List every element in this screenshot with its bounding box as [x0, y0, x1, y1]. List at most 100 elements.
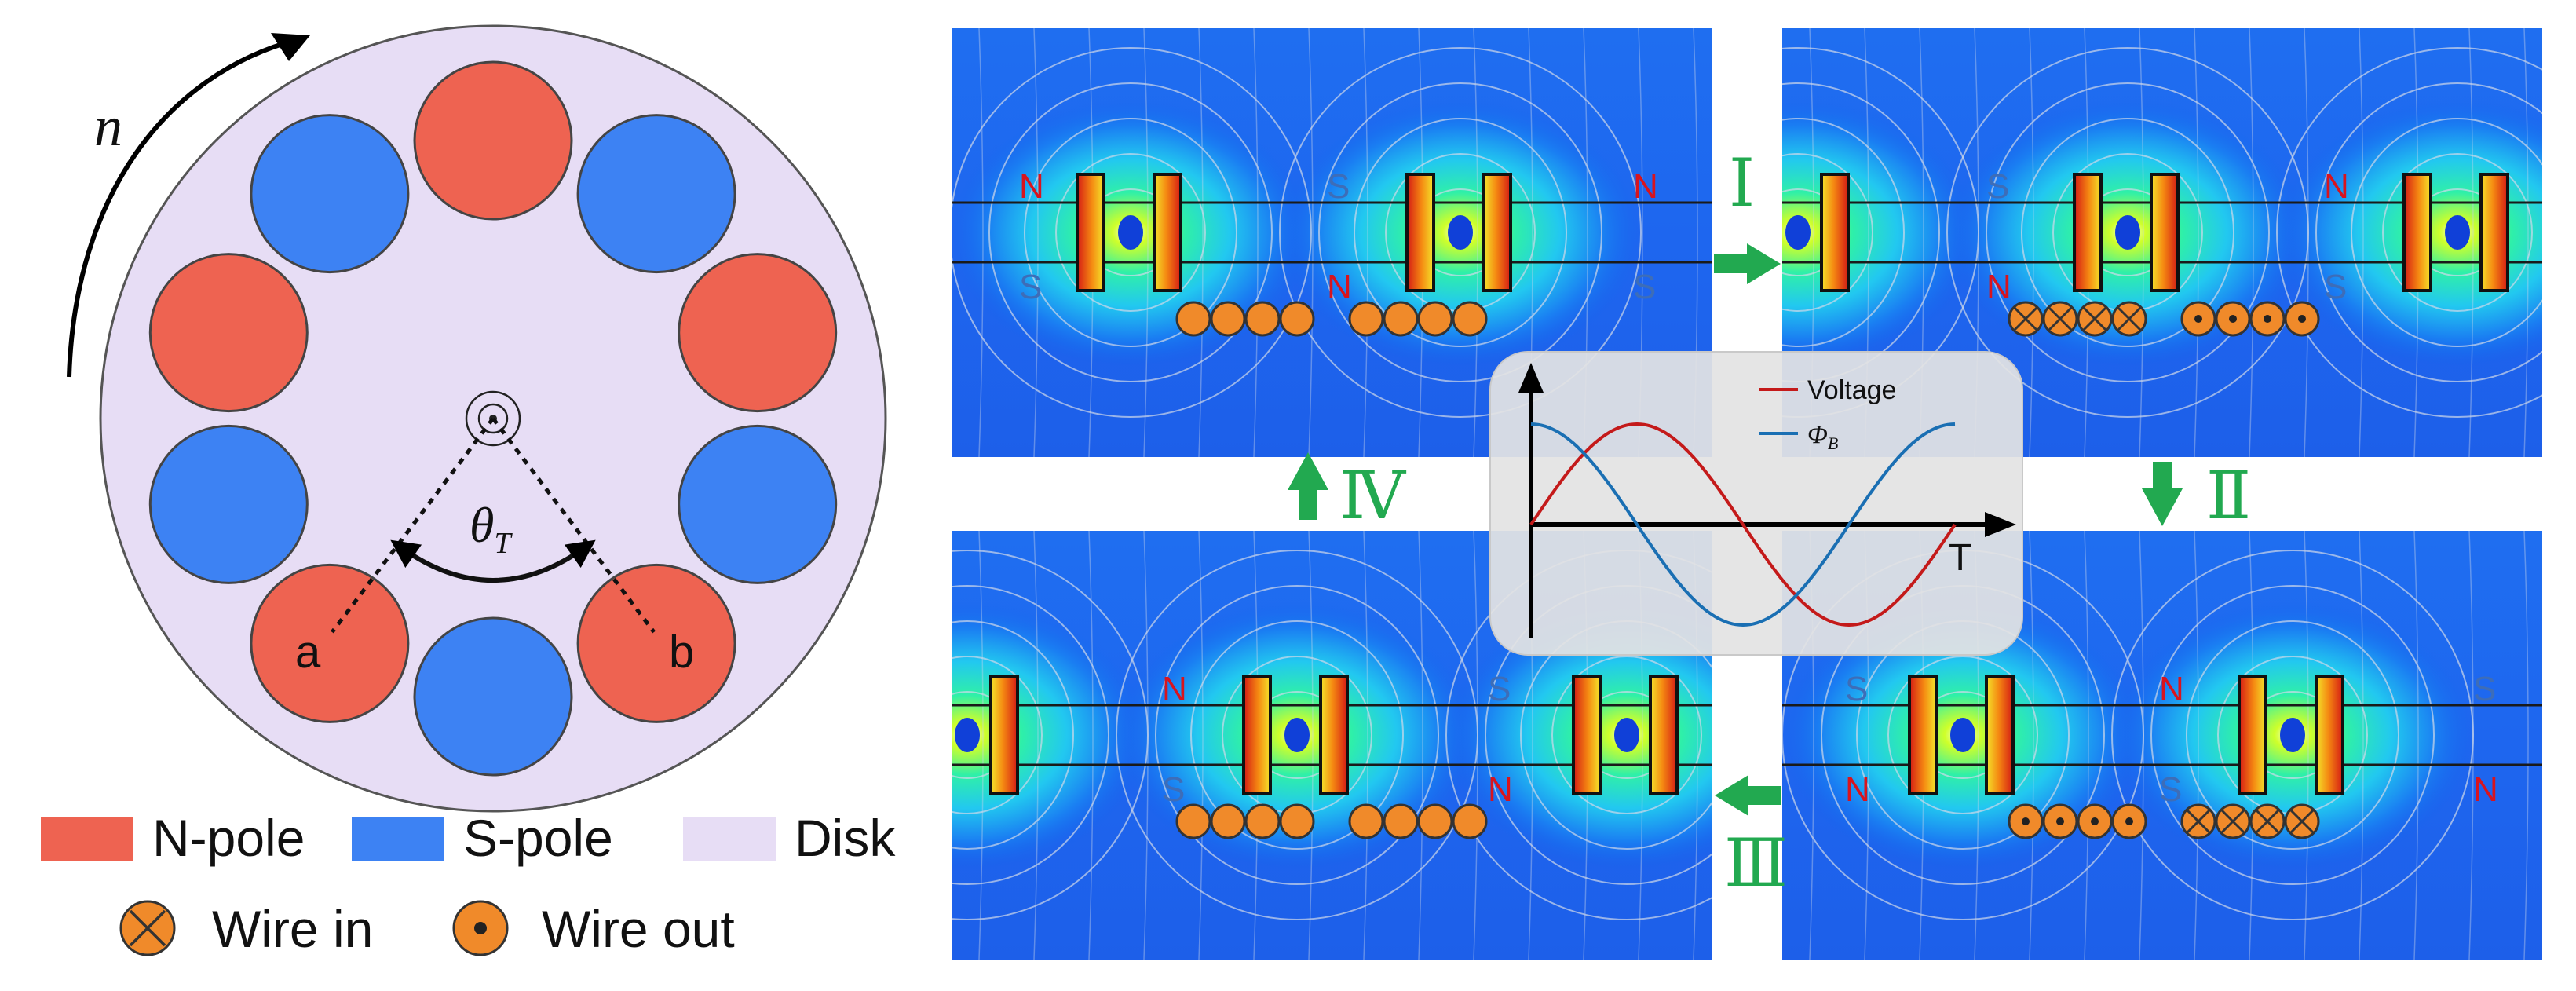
field-line [978, 28, 984, 457]
field-core [2445, 215, 2470, 250]
wire-symbol [1452, 803, 1488, 839]
wire-symbol [1348, 301, 1384, 337]
field-line [952, 550, 1149, 920]
field-line [1198, 28, 1204, 457]
field-line [2139, 531, 2144, 960]
magnet-section [1572, 675, 1602, 795]
wire-out-symbol [2008, 803, 2044, 839]
field-line [2382, 153, 2533, 312]
wire-in-symbol [2249, 803, 2286, 839]
field-line [1055, 153, 1206, 312]
field-line [2523, 531, 2529, 960]
field-line [1363, 28, 1368, 457]
legend: N-pole S-pole Disk Wire in Wire out [41, 809, 896, 958]
step-label-1: Ⅰ [1729, 148, 1755, 221]
field-line [2111, 550, 2474, 920]
pole-label: S [2324, 268, 2347, 306]
field-line [2315, 82, 2542, 382]
field-line [1986, 82, 2270, 382]
field-line [2021, 118, 2234, 347]
field-line [952, 47, 1312, 418]
legend-swatch-n-pole [41, 817, 133, 861]
field-line [2468, 28, 2474, 457]
field-line [1363, 531, 1368, 960]
magnet-section [989, 675, 1019, 795]
field-line [2276, 47, 2542, 418]
field-line [1033, 531, 1039, 960]
pole-label: S [1986, 167, 2009, 206]
field-line [978, 531, 984, 960]
pole-label: N [1488, 770, 1513, 809]
s-pole-magnet [250, 114, 410, 274]
field-line [1253, 28, 1259, 457]
pole-label: N [1633, 167, 1658, 206]
wires-panel-4 [2008, 803, 2320, 839]
magnet-section [1153, 173, 1182, 292]
wire-in-symbol [2008, 301, 2044, 337]
field-line [1308, 28, 1314, 457]
field-line [1308, 531, 1314, 960]
field-line [2029, 531, 2034, 960]
field-core [1950, 718, 1975, 752]
field-line [1024, 118, 1237, 347]
magnet-section [2073, 173, 2103, 292]
magnet-section [1242, 675, 1272, 795]
magnet-section [1649, 675, 1679, 795]
y-axis-arrowhead [1518, 363, 1544, 393]
field-intensity [952, 602, 1148, 868]
field-line [2249, 28, 2254, 457]
field-core [1785, 215, 1811, 250]
step-arrow-3 [1715, 775, 1781, 816]
field-line [952, 585, 1109, 885]
field-core [1448, 215, 1473, 250]
wire-out-symbol [2042, 803, 2078, 839]
pole-label: S [1633, 268, 1656, 306]
wire-out-symbol [2180, 301, 2216, 337]
field-line [1782, 153, 1873, 312]
rotation-label: n [94, 95, 122, 158]
field-line [2084, 531, 2089, 960]
magnet-section [2402, 173, 2432, 292]
wire-symbol [1417, 803, 1453, 839]
field-core [2280, 718, 2305, 752]
s-pole-magnet [678, 424, 838, 584]
wire-in-symbol [2111, 301, 2147, 337]
wire-out-symbol [2077, 803, 2113, 839]
field-line [1088, 531, 1094, 960]
pole-label: N [2324, 167, 2349, 206]
wires-panel-3 [1175, 803, 1488, 839]
wire-symbol [1175, 301, 1211, 337]
magnet-section [1985, 675, 2015, 795]
field-line [2304, 531, 2309, 960]
pole-label: N [1162, 670, 1187, 708]
wire-symbol [1210, 803, 1246, 839]
field-line [1551, 656, 1702, 814]
wire-symbol [1244, 301, 1281, 337]
wire-b-label: b [669, 627, 694, 678]
n-pole-magnet [413, 60, 573, 221]
field-line [1190, 620, 1404, 850]
magnet-section [1319, 675, 1349, 795]
pole-label: S [1162, 770, 1185, 809]
shaft-inner [477, 403, 509, 434]
wire-symbol [1279, 301, 1315, 337]
rotation-arrowhead [271, 33, 310, 61]
x-axis-arrowhead [1985, 512, 2016, 537]
wire-in-symbol [2215, 803, 2251, 839]
wire-symbol [1383, 803, 1419, 839]
rotation-arrow [67, 37, 299, 378]
n-pole-magnet [678, 253, 838, 413]
magnet-section [914, 677, 941, 793]
field-panel-1 [952, 28, 1712, 457]
magnet-section [2150, 173, 2180, 292]
pole-ring [148, 60, 838, 777]
wire-symbol [1348, 803, 1384, 839]
step-arrow-2 [2142, 462, 2183, 526]
wire-symbol [1452, 301, 1488, 337]
step-label-4: Ⅳ [1339, 460, 1407, 533]
s-pole-magnet [148, 424, 309, 584]
field-line [2413, 531, 2419, 960]
step-label-3: Ⅲ [1724, 828, 1788, 901]
